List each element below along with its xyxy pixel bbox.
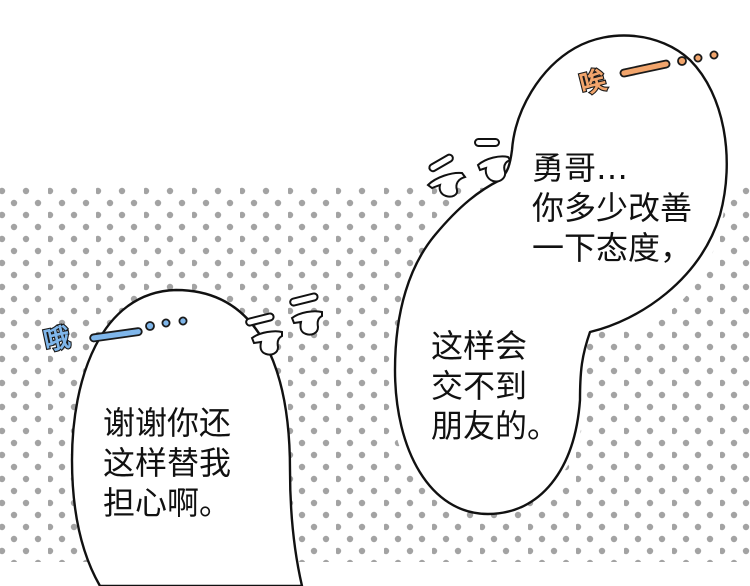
dialog-text-left: 谢谢你还 这样替我 担心啊。 <box>103 404 232 522</box>
sfx-blue-trail <box>89 316 188 343</box>
dialog-text-right-bottom: 这样会 交不到 朋友的。 <box>431 327 560 445</box>
sigh-marks-right <box>426 138 512 198</box>
speech-bubble-left <box>70 288 304 586</box>
sigh-marks-left <box>245 292 323 356</box>
sfx-oh-blue: 哦 <box>40 322 74 359</box>
dialog-text-right-top: 勇哥… 你多少改善 一下态度， <box>532 149 693 267</box>
sfx-orange-trail <box>619 50 719 78</box>
speech-bubble-right <box>393 32 728 516</box>
